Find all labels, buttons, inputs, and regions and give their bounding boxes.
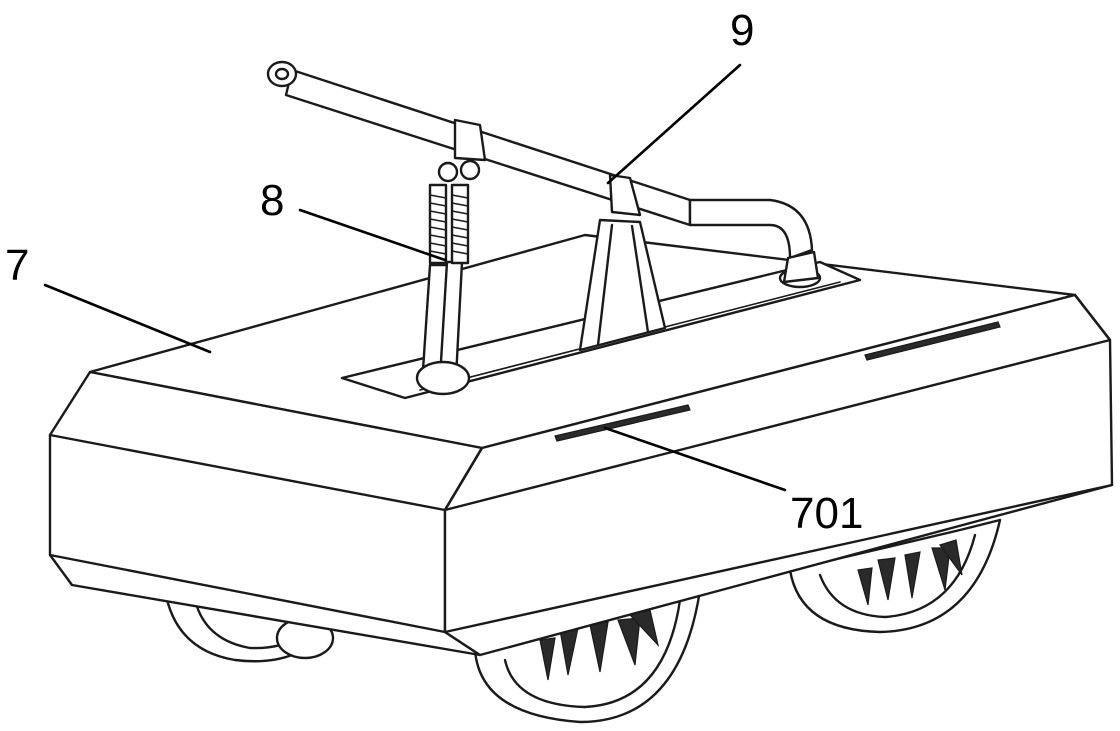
stand: [578, 218, 667, 352]
leader-8: [298, 208, 447, 262]
leader-7: [43, 283, 212, 354]
spring-coils: [429, 194, 469, 255]
side-slots: [554, 321, 1001, 442]
callout-701: 701: [790, 489, 863, 538]
leader-701: [603, 426, 787, 492]
slot-rear: [864, 321, 1001, 361]
slot-front: [554, 404, 691, 442]
tube: [266, 60, 822, 289]
callout-7: 7: [5, 241, 29, 290]
support-arm: [415, 159, 481, 396]
leader-9: [606, 63, 742, 185]
callout-9: 9: [730, 6, 754, 55]
front-right-wheel-spokes: [539, 609, 660, 681]
rear-right-wheel: [788, 518, 1002, 634]
rear-right-wheel-spokes: [857, 539, 963, 606]
front-right-wheel: [473, 588, 702, 724]
callout-8: 8: [260, 176, 284, 225]
